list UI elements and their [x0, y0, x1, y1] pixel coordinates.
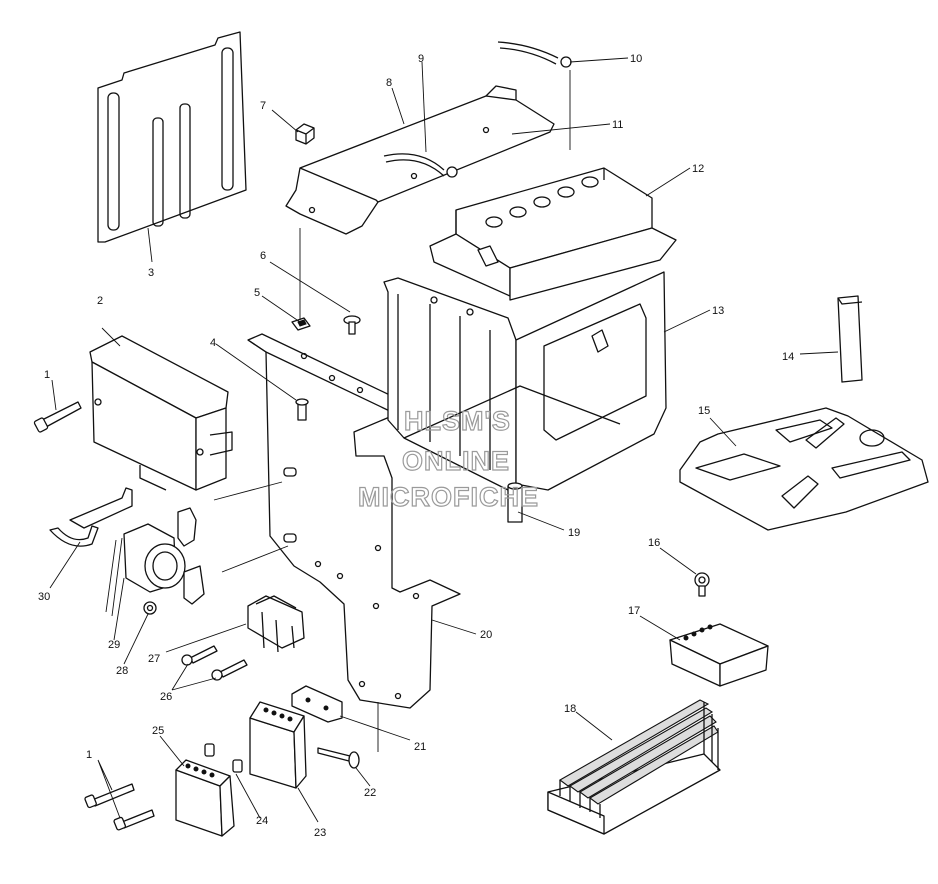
part-12-battery	[429, 167, 677, 301]
callout-22: 22	[364, 787, 376, 799]
battery-cell-caps	[485, 176, 599, 228]
callout-2: 2	[97, 295, 103, 307]
callout-28: 28	[116, 665, 128, 677]
callout-10: 10	[630, 53, 642, 65]
part-9-cable	[383, 153, 458, 178]
callout-leaders	[49, 57, 839, 823]
part-2-enclosure-box	[89, 335, 233, 491]
part-4-mounting-plate	[247, 333, 461, 709]
watermark-line-3: MICROFICHE	[358, 482, 539, 512]
part-6-push-pin	[343, 315, 361, 335]
callout-20: 20	[480, 629, 492, 641]
callout-29: 29	[108, 639, 120, 651]
part-21-pad	[291, 685, 343, 723]
part-22-screw	[317, 747, 360, 769]
part-4-bolt	[295, 398, 309, 421]
part-28-nut	[143, 601, 157, 615]
callout-7: 7	[260, 100, 266, 112]
part-29-solenoid	[105, 507, 205, 617]
part-25-regulator-module	[175, 759, 235, 837]
part-1-bolt-lower-a	[84, 783, 135, 809]
watermark-line-2: ONLINE	[402, 446, 510, 476]
part-16-bolt	[694, 572, 710, 597]
part-26-screw-a	[181, 645, 218, 666]
part-18-heat-sink	[547, 699, 721, 835]
part-20-guide-lines	[213, 70, 571, 752]
callout-1-upper: 1	[44, 369, 50, 381]
callout-1-lower: 1	[86, 749, 92, 761]
callout-15: 15	[698, 405, 710, 417]
callout-4: 4	[210, 337, 216, 349]
callout-11: 11	[612, 119, 623, 131]
callout-26: 26	[160, 691, 172, 703]
part-1-bolt-lower-b	[113, 809, 155, 831]
callout-21: 21	[414, 741, 426, 753]
part-8-top-bracket	[285, 85, 555, 235]
part-13-battery-frame	[383, 271, 667, 491]
part-15-base-plate	[679, 407, 929, 531]
callout-18: 18	[564, 703, 576, 715]
callout-8: 8	[386, 77, 392, 89]
callout-13: 13	[712, 305, 724, 317]
part-19-rod	[507, 482, 523, 523]
callout-9: 9	[418, 53, 424, 65]
part-14-strip	[837, 295, 863, 383]
watermark: HLSM'S ONLINE MICROFICHE	[357, 405, 539, 512]
part-23-module	[249, 701, 307, 789]
part-1-bolt-upper	[33, 401, 82, 433]
part-17-module	[669, 623, 769, 687]
callout-17: 17	[628, 605, 640, 617]
callout-30: 30	[38, 591, 50, 603]
part-5-clip	[291, 317, 311, 331]
callout-23: 23	[314, 827, 326, 839]
callout-25: 25	[152, 725, 164, 737]
watermark-line-1: HLSM'S	[404, 406, 511, 436]
callout-3: 3	[148, 267, 154, 279]
callout-24: 24	[256, 815, 268, 827]
callout-14: 14	[782, 351, 794, 363]
part-3-cover-plate	[97, 31, 247, 243]
callout-6: 6	[260, 250, 266, 262]
callout-27: 27	[148, 653, 160, 665]
callout-numbers: 2 1 3 4 5 6 7 8 9 10 11 12 13 14 15 16 1…	[38, 53, 794, 839]
part-26-screw-b	[211, 659, 248, 681]
part-24-pins	[204, 743, 243, 773]
callout-16: 16	[648, 537, 660, 549]
callout-5: 5	[254, 287, 260, 299]
part-7-nut	[295, 123, 315, 145]
callout-19: 19	[568, 527, 580, 539]
part-10-cable	[497, 41, 572, 68]
part-30-clamp-bracket	[49, 487, 133, 547]
callout-12: 12	[692, 163, 704, 175]
part-27-relay	[247, 595, 305, 653]
